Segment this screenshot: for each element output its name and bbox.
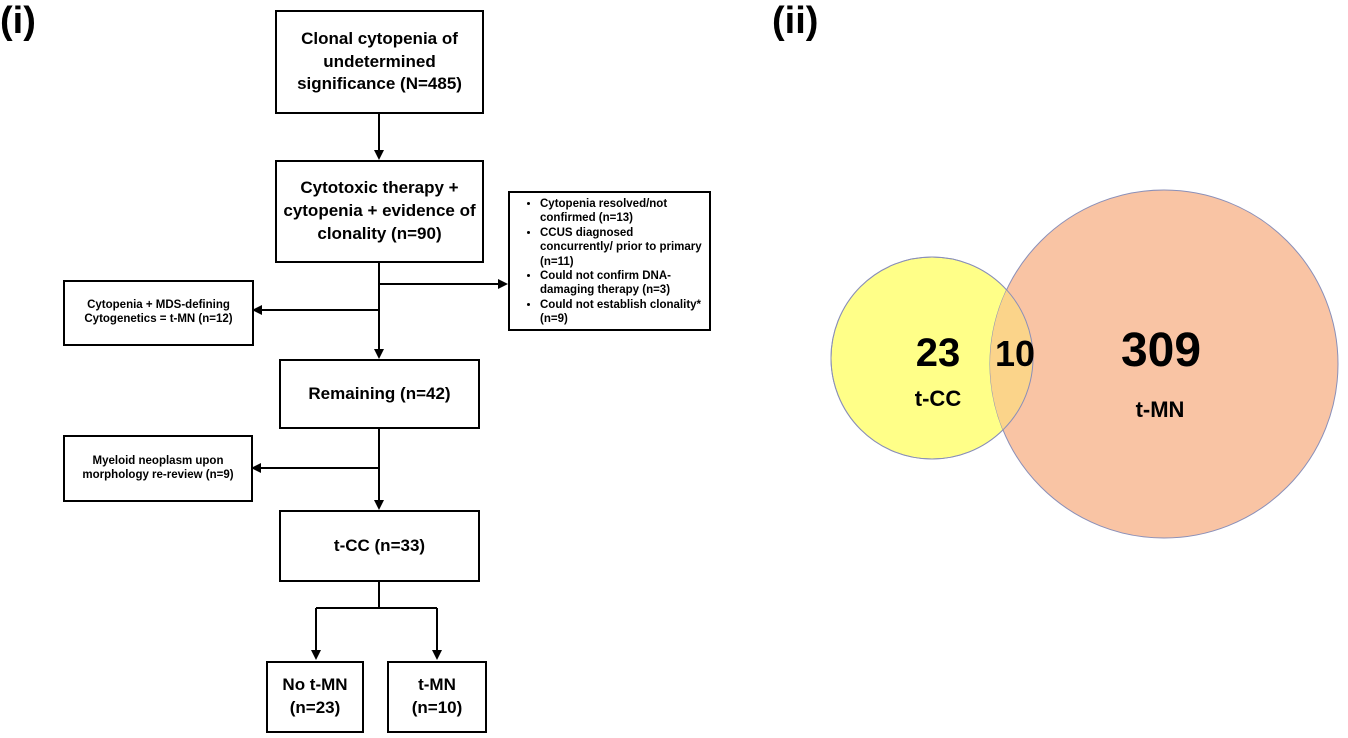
venn-tcc-label: t-CC — [914, 386, 962, 411]
box-tmn-line2: (n=10) — [411, 698, 463, 717]
box-ccus-text: Clonal cytopenia of undetermined signifi… — [297, 28, 462, 94]
panel-label-ii: (ii) — [772, 0, 819, 42]
exclusion-item: Cytopenia resolved/not confirmed (n=13) — [540, 197, 703, 226]
exclusion-item: Could not confirm DNA-damaging therapy (… — [540, 269, 703, 298]
venn-tmn-label: t-MN — [1135, 397, 1185, 422]
venn-tmn-only-count: 309 — [1120, 324, 1202, 377]
box-mds-cytogenetics-text: Cytopenia + MDS-defining Cytogenetics = … — [84, 299, 233, 325]
box-myeloid: Myeloid neoplasm upon morphology re-revi… — [63, 435, 253, 502]
venn-tcc-only-count: 23 — [915, 331, 961, 375]
box-no-tmn-line1: No t-MN — [282, 675, 348, 695]
box-tmn-line1: t-MN — [418, 675, 456, 695]
box-tcc: t-CC (n=33) — [279, 510, 480, 582]
box-tcc-text: t-CC (n=33) — [333, 535, 426, 555]
venn-circle-tcc-outline — [830, 256, 1034, 460]
box-remaining: Remaining (n=42) — [279, 359, 480, 429]
box-cytotoxic-text: Cytotoxic therapy + cytopenia + evidence… — [283, 178, 476, 243]
box-tmn: t-MN (n=10) — [387, 661, 487, 733]
box-ccus: Clonal cytopenia of undetermined signifi… — [275, 10, 484, 114]
exclusion-item: CCUS diagnosed concurrently/ prior to pr… — [540, 226, 703, 269]
box-no-tmn-line2: (n=23) — [289, 698, 341, 717]
exclusion-list: Cytopenia resolved/not confirmed (n=13) … — [518, 197, 703, 326]
box-remaining-text: Remaining (n=42) — [308, 383, 451, 403]
box-mds-cytogenetics: Cytopenia + MDS-defining Cytogenetics = … — [63, 280, 254, 346]
exclusion-item: Could not establish clonality* (n=9) — [540, 298, 703, 327]
box-cytotoxic: Cytotoxic therapy + cytopenia + evidence… — [275, 160, 484, 263]
venn-overlap-count: 10 — [994, 333, 1036, 374]
panel-label-i: (i) — [0, 0, 36, 42]
box-no-tmn: No t-MN (n=23) — [266, 661, 364, 733]
box-myeloid-text: Myeloid neoplasm upon morphology re-revi… — [82, 454, 234, 481]
box-exclusions: Cytopenia resolved/not confirmed (n=13) … — [508, 191, 711, 331]
